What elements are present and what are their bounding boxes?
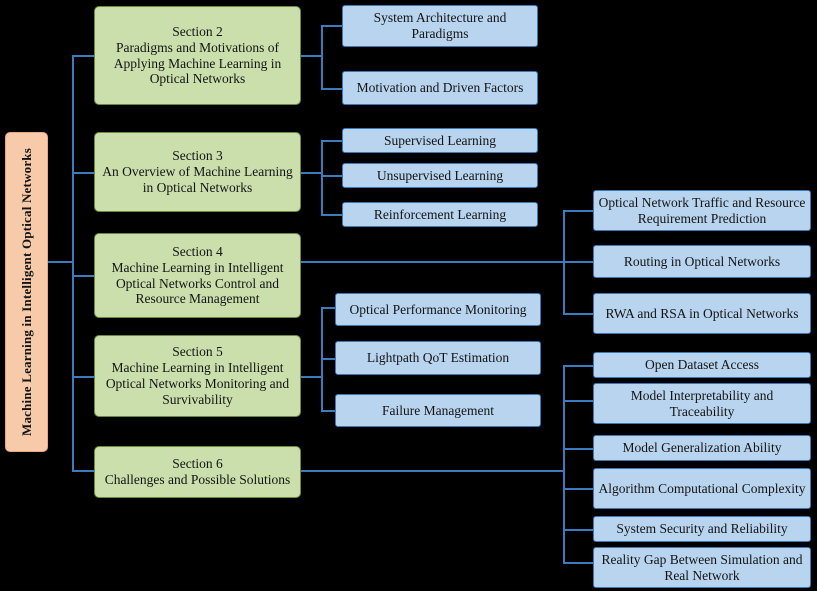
edge-s4-to-c3 xyxy=(563,313,593,315)
edge-s3-to-c3 xyxy=(321,214,342,216)
edge-s6-to-c6 xyxy=(563,562,593,564)
edge-trunk-to-section-3 xyxy=(72,172,94,174)
edge-s6-to-c4 xyxy=(563,488,593,490)
leaf-node-s3-c3-label: Reinforcement Learning xyxy=(373,206,507,222)
edge-s2-to-c2 xyxy=(321,88,342,90)
edge-s4-to-c1 xyxy=(563,210,593,212)
leaf-node-s6-c1[interactable]: Open Dataset Access xyxy=(593,352,811,378)
edge-s4-to-c2 xyxy=(563,261,593,263)
leaf-node-s6-c3-label: Model Generalization Ability xyxy=(622,440,782,456)
edge-s3-out xyxy=(301,172,323,174)
leaf-node-s4-c2-label: Routing in Optical Networks xyxy=(623,253,781,269)
leaf-node-s2-c2[interactable]: Motivation and Driven Factors xyxy=(342,71,538,105)
edge-s5-to-c1 xyxy=(321,307,335,309)
edge-trunk-to-section-2 xyxy=(72,55,94,57)
leaf-node-s6-c2-label: Model Interpretability and Traceability xyxy=(630,387,774,419)
leaf-node-s5-c3[interactable]: Failure Management xyxy=(335,394,541,427)
edge-root-stub xyxy=(48,261,74,263)
leaf-node-s2-c1[interactable]: System Architecture and Paradigms xyxy=(342,5,538,47)
leaf-node-s2-c1-label: System Architecture and Paradigms xyxy=(373,10,507,41)
leaf-node-s4-c3-label: RWA and RSA in Optical Networks xyxy=(605,305,799,321)
edge-s2-out xyxy=(301,55,323,57)
leaf-node-s6-c2[interactable]: Model Interpretability and Traceability xyxy=(593,383,811,424)
leaf-node-s5-c2[interactable]: Lightpath QoT Estimation xyxy=(335,341,541,375)
leaf-node-s6-c6-label: Reality Gap Between Simulation and Real … xyxy=(601,551,803,583)
leaf-node-s2-c2-label: Motivation and Driven Factors xyxy=(356,80,524,96)
edge-s3-to-c2 xyxy=(321,175,342,177)
leaf-node-s3-c3[interactable]: Reinforcement Learning xyxy=(342,202,538,227)
edge-s2-bus xyxy=(321,25,323,89)
edge-trunk-to-section-4 xyxy=(72,275,94,277)
leaf-node-s6-c6[interactable]: Reality Gap Between Simulation and Real … xyxy=(593,547,811,588)
leaf-node-s3-c2[interactable]: Unsupervised Learning xyxy=(342,163,538,188)
leaf-node-s3-c2-label: Unsupervised Learning xyxy=(376,167,504,183)
leaf-node-s3-c1-label: Supervised Learning xyxy=(383,132,497,148)
leaf-node-s4-c1[interactable]: Optical Network Traffic and Resource Req… xyxy=(593,190,811,231)
leaf-node-s4-c1-label: Optical Network Traffic and Resource Req… xyxy=(598,194,806,226)
root-node-label: Machine Learning in Intelligent Optical … xyxy=(18,147,34,436)
edge-s2-to-c1 xyxy=(321,25,342,27)
leaf-node-s5-c1-label: Optical Performance Monitoring xyxy=(349,301,527,317)
edge-trunk-to-section-6 xyxy=(72,470,94,472)
root-node[interactable]: Machine Learning in Intelligent Optical … xyxy=(5,132,48,452)
edge-s3-bus xyxy=(321,140,323,215)
leaf-node-s4-c2[interactable]: Routing in Optical Networks xyxy=(593,245,811,278)
leaf-node-s6-c5-label: System Security and Reliability xyxy=(616,521,788,537)
leaf-node-s6-c3[interactable]: Model Generalization Ability xyxy=(593,435,811,461)
edge-s5-out xyxy=(301,376,323,378)
leaf-node-s6-c5[interactable]: System Security and Reliability xyxy=(593,516,811,542)
edge-s5-to-c3 xyxy=(321,410,335,412)
edge-s6-to-c2 xyxy=(563,400,593,402)
edge-s6-to-c3 xyxy=(563,448,593,450)
leaf-node-s6-c4[interactable]: Algorithm Computational Complexity xyxy=(593,468,811,509)
edge-s6-bus xyxy=(563,365,565,562)
edge-s3-to-c1 xyxy=(321,140,342,142)
edge-s5-to-c2 xyxy=(321,358,335,360)
leaf-node-s3-c1[interactable]: Supervised Learning xyxy=(342,128,538,153)
leaf-node-s6-c1-label: Open Dataset Access xyxy=(645,357,759,373)
edge-main-trunk xyxy=(72,55,74,472)
edge-s6-to-c1 xyxy=(563,365,593,367)
edge-trunk-to-section-5 xyxy=(72,376,94,378)
leaf-node-s5-c3-label: Failure Management xyxy=(381,402,495,418)
leaf-node-s4-c3[interactable]: RWA and RSA in Optical Networks xyxy=(593,293,811,334)
edge-s6-out xyxy=(301,470,563,472)
edge-s4-out xyxy=(301,261,563,263)
leaf-node-s5-c2-label: Lightpath QoT Estimation xyxy=(366,350,510,366)
edge-s6-to-c5 xyxy=(563,529,593,531)
leaf-node-s6-c4-label: Algorithm Computational Complexity xyxy=(598,480,806,496)
leaf-node-s5-c1[interactable]: Optical Performance Monitoring xyxy=(335,293,541,326)
